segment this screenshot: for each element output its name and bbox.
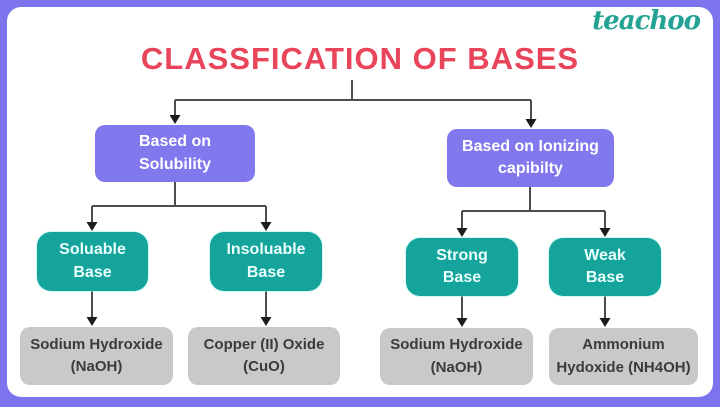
node-copper-oxide: Copper (II) Oxide (CuO) (188, 327, 340, 385)
node-strong-base: Strong Base (406, 238, 518, 296)
node-soluble-base: Soluable Base (37, 232, 148, 291)
node-sodium-hydroxide-strong: Sodium Hydroxide (NaOH) (380, 328, 533, 385)
node-based-on-ionizing-capability: Based on Ionizing capibilty (447, 129, 614, 187)
teachoo-logo: teachoo (592, 6, 701, 36)
page-title: CLASSFICATION OF BASES (140, 41, 580, 76)
node-weak-base: Weak Base (549, 238, 661, 296)
node-insoluble-base: Insoluable Base (210, 232, 322, 291)
node-based-on-solubility: Based on Solubility (95, 125, 255, 182)
node-ammonium-hydroxide: Ammonium Hydoxide (NH4OH) (549, 328, 698, 385)
node-sodium-hydroxide-solubility: Sodium Hydroxide (NaOH) (20, 327, 173, 385)
